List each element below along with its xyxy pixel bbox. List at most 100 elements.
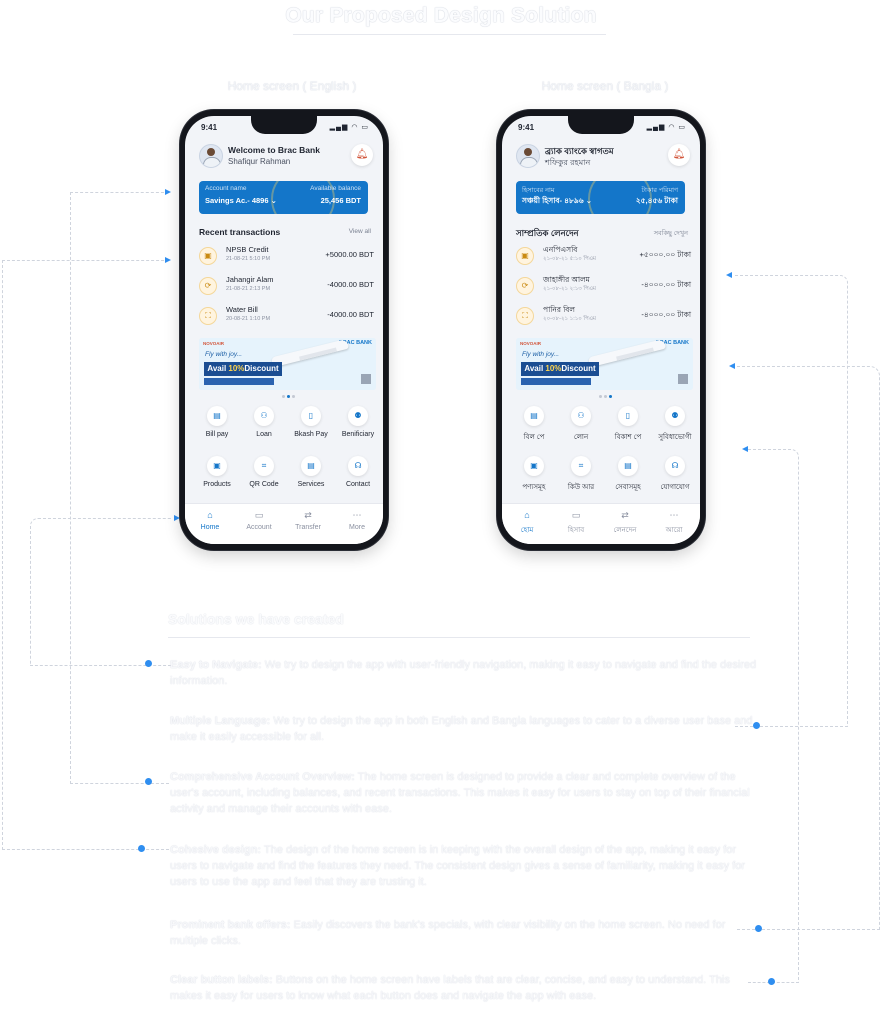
credit-icon: ▣: [199, 247, 217, 265]
service-loan[interactable]: ⚇লোন: [559, 406, 603, 446]
status-time: 9:41: [201, 123, 218, 132]
nav-transfer[interactable]: ⇄Transfer: [285, 510, 331, 531]
page-title: Our Proposed Design Solution: [285, 4, 597, 27]
service-products[interactable]: ▣পণ্যসমূহ: [512, 456, 556, 496]
service-label: যোগাযোগ: [660, 484, 690, 491]
nav-account[interactable]: ▭ হিসাব: [553, 510, 599, 536]
qr-icon: ⌗: [254, 456, 274, 476]
qr-code-icon: [361, 374, 371, 384]
transaction-amount: -৪০০০.০০ টাকা: [641, 280, 691, 289]
balance-label: টাকার পরিমাণ: [641, 187, 678, 194]
solution-cohesive: Cohesive design: The design of the home …: [170, 844, 745, 888]
contact-icon: ☊: [348, 456, 368, 476]
nav-label: হিসাব: [567, 527, 585, 534]
more-icon: ⋯: [669, 510, 679, 520]
nav-label: আরো: [665, 527, 683, 534]
nav-label: লেনদেন: [613, 527, 637, 534]
bullet-icon: [768, 978, 775, 985]
banner-discount: Avail 10%Discount: [521, 362, 599, 376]
service-contact[interactable]: ☊ যোগাযোগ: [653, 456, 697, 496]
home-icon: ⌂: [207, 510, 213, 520]
service-products[interactable]: ▣ Products: [195, 456, 239, 496]
account-card[interactable]: Account name Savings Ac.- 4896 ⌄ Availab…: [199, 181, 368, 214]
service-label: লোন: [573, 434, 589, 441]
connector-account: [70, 192, 169, 784]
service-bkash-pay[interactable]: ▯বিকাশ পে: [606, 406, 650, 446]
solutions-divider: [168, 637, 750, 638]
user-name: Shafiqur Rahman: [228, 157, 291, 166]
connector-offers: [737, 366, 880, 930]
connector-arrow: [726, 272, 732, 278]
products-icon: ▣: [207, 456, 227, 476]
service-contact[interactable]: ☊Contact: [336, 456, 380, 496]
title-divider: [293, 34, 606, 35]
bell-icon[interactable]: 🔔︎: [668, 144, 690, 166]
transfer-icon: ⟳: [199, 277, 217, 295]
transaction-row[interactable]: ▣ এনপিএসবি ২১-০৮-২১ ৫:১০ পিএম +৫০০০.০০ ট…: [516, 245, 693, 269]
nav-more[interactable]: ⋯More: [334, 510, 380, 531]
transaction-row[interactable]: ⟳ Jahangir Alam 21-08-21 2:13 PM -4000.0…: [199, 275, 376, 299]
connector-arrow: [165, 257, 171, 263]
service-qr-code[interactable]: ⌗কিউ আর: [559, 456, 603, 496]
account-select[interactable]: সঞ্চয়ী হিসাব- ৪৮৯৬ ⌄: [522, 196, 592, 205]
account-label: হিসাবের নাম: [522, 187, 555, 194]
account-icon: ▭: [254, 510, 264, 520]
avatar[interactable]: [516, 144, 540, 168]
welcome-text: ব্র্যাক ব্যাংকে স্বাগতম: [545, 146, 614, 156]
contact-icon: ☊: [665, 456, 685, 476]
account-card[interactable]: হিসাবের নাম সঞ্চয়ী হিসাব- ৪৮৯৬ ⌄ টাকার …: [516, 181, 685, 214]
phone-notch: [568, 116, 634, 134]
service-loan[interactable]: ⚇Loan: [242, 406, 286, 446]
carousel-dots[interactable]: [282, 395, 302, 399]
transaction-name: Water Bill: [226, 305, 258, 314]
offer-banner[interactable]: NOVOAIR BRAC BANK Fly with joy... Avail …: [199, 338, 376, 390]
service-beneficiary[interactable]: ⚉সুবিধাভোগী: [653, 406, 697, 446]
solution-language: Multiple Language: We try to design the …: [170, 715, 753, 743]
balance-value: 25,456 BDT: [320, 196, 361, 205]
service-label: Bkash Pay: [294, 431, 328, 438]
transaction-date: 20-08-21 1:10 PM: [226, 316, 271, 322]
transaction-amount: -৪০০০.০০ টাকা: [641, 310, 691, 319]
transaction-row[interactable]: ⟳ জাহাঙ্গীর আলম ২১-০৮-২১ ২:১৩ পিএম -৪০০০…: [516, 275, 693, 299]
view-all-link[interactable]: সবকিছু দেখুন: [653, 230, 688, 237]
service-qr-code[interactable]: ⌗QR Code: [242, 456, 286, 496]
bkash-icon: ▯: [618, 406, 638, 426]
view-all-link[interactable]: View all: [348, 228, 371, 235]
nav-home[interactable]: ⌂হোম: [504, 510, 550, 536]
phone-english: 9:41 ▂▄▆ ◠ ▭ Welcome to Brac Bank Shafiq…: [180, 110, 388, 550]
account-icon: ▭: [571, 510, 581, 520]
avatar[interactable]: [199, 144, 223, 168]
service-label: সুবিধাভোগী: [658, 434, 692, 441]
nav-home[interactable]: ⌂Home: [187, 510, 233, 531]
transfer-icon: ⇄: [304, 510, 312, 520]
nav-more[interactable]: ⋯ আরো: [651, 510, 697, 536]
account-select[interactable]: Savings Ac.- 4896 ⌄: [205, 196, 277, 205]
nav-account[interactable]: ▭Account: [236, 510, 282, 531]
service-beneficiary[interactable]: ⚉Benificiary: [336, 406, 380, 446]
service-label: কিউ আর: [567, 484, 595, 491]
loan-icon: ⚇: [254, 406, 274, 426]
recent-transactions-title: Recent transactions: [199, 227, 281, 237]
service-services[interactable]: ▤সেবাসমূহ: [606, 456, 650, 496]
transaction-row[interactable]: ▣ NPSB Credit 21-08-21 5:10 PM +5000.00 …: [199, 245, 376, 269]
carousel-dots[interactable]: [599, 395, 619, 399]
transfer-icon: ⟳: [516, 277, 534, 295]
connector-arrow: [165, 189, 171, 195]
credit-icon: ▣: [516, 247, 534, 265]
service-label: Benificiary: [341, 431, 375, 438]
nav-transfer[interactable]: ⇄লেনদেন: [602, 510, 648, 536]
solution-navigate: Easy to Navigate: We try to design the a…: [170, 659, 757, 687]
bell-icon[interactable]: 🔔︎: [351, 144, 373, 166]
service-label: Products: [203, 481, 231, 488]
service-bill-pay[interactable]: ▤Bill pay: [195, 406, 239, 446]
solution-overview: Comprehensive Account Overview: The home…: [170, 771, 750, 815]
services-icon: ▤: [618, 456, 638, 476]
transaction-row[interactable]: ⛶ Water Bill 20-08-21 1:10 PM -4000.00 B…: [199, 305, 376, 329]
service-services[interactable]: ▤Services: [289, 456, 333, 496]
service-bill-pay[interactable]: ▤বিল পে: [512, 406, 556, 446]
bill-icon: ⛶: [516, 307, 534, 325]
offer-banner[interactable]: NOVOAIR BRAC BANK Fly with joy... Avail …: [516, 338, 693, 390]
service-bkash-pay[interactable]: ▯Bkash Pay: [289, 406, 333, 446]
status-icons: ▂▄▆ ◠ ▭: [646, 124, 686, 131]
transaction-row[interactable]: ⛶ পানির বিল ২০-০৮-২১ ১:১০ পিএম -৪০০০.০০ …: [516, 305, 693, 329]
